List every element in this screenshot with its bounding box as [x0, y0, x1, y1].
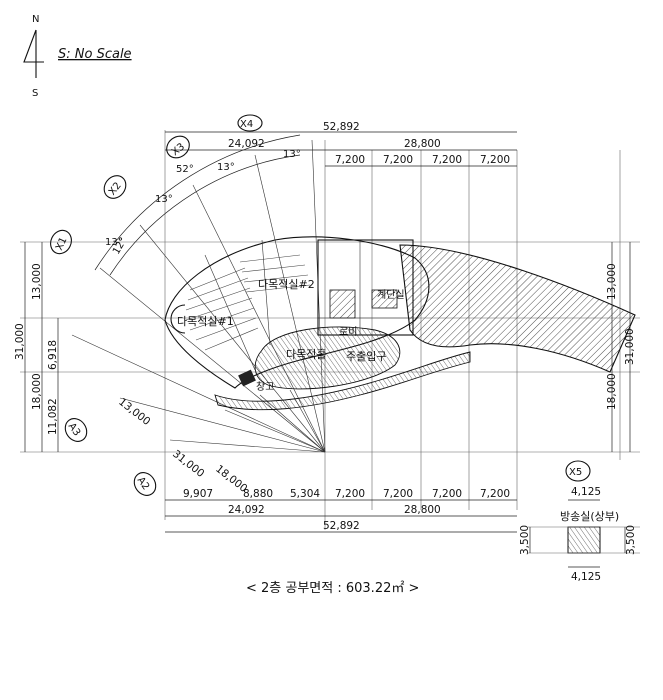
- bottom-seg-dim: 8,880: [243, 488, 273, 500]
- top-bay-dim: 7,200: [335, 154, 365, 166]
- axis-markers: X4 X3 X2 X1 A3 A2 X5: [50, 114, 591, 496]
- left-top-dim: 13,000: [31, 263, 43, 300]
- radial-dim-13000: 13,000: [116, 396, 152, 428]
- inset-right-dim: 3,500: [625, 525, 637, 555]
- axis-x3-label: X3: [170, 141, 187, 158]
- left-dimensions: 31,000 13,000 18,000 6,918 11,082: [14, 242, 59, 452]
- compass: N S: [23, 14, 44, 99]
- top-dimensions: 52,892 24,092 28,800 7,200 7,200 7,200 7…: [165, 121, 517, 167]
- room-multi-purpose-2: 다목적실#2: [258, 278, 315, 291]
- right-bottom-dim: 18,000: [606, 373, 618, 410]
- bottom-seg-dim: 9,907: [183, 488, 213, 500]
- top-bay-dim: 7,200: [480, 154, 510, 166]
- axis-x1-label: X1: [54, 236, 70, 253]
- axis-x5-label: X5: [569, 467, 582, 478]
- scale-note: S: No Scale: [58, 47, 132, 62]
- bottom-seg-dim: 7,200: [383, 488, 413, 500]
- building: [164, 236, 636, 411]
- bottom-seg-dim: 7,200: [432, 488, 462, 500]
- angle-13: 13°: [217, 162, 235, 173]
- core-block: [317, 239, 414, 336]
- inset-title: 방송실(상부): [560, 510, 619, 523]
- seating-rows: [185, 254, 311, 351]
- left-bottom2-dim: 11,082: [47, 398, 59, 435]
- inset-bottom-dim: 4,125: [571, 571, 601, 583]
- room-storage: 창고: [256, 381, 274, 393]
- bottom-seg-dim: 7,200: [335, 488, 365, 500]
- multi-hall-hatch: [254, 326, 401, 390]
- radial-dim-31000: 31,000: [170, 448, 206, 480]
- broadcast-room-inset: 4,125 방송실(상부) 3,500 3,500 4,125: [519, 486, 640, 583]
- right-top-dim: 13,000: [606, 263, 618, 300]
- room-main-entrance: 주출입구: [346, 350, 386, 363]
- bottom-seg-dim: 7,200: [480, 488, 510, 500]
- south-label: S: [32, 88, 38, 99]
- bottom-seg-dim: 5,304: [290, 488, 320, 500]
- north-label: N: [32, 14, 39, 25]
- top-bay-dim: 7,200: [383, 154, 413, 166]
- south-canopy: [214, 351, 471, 411]
- top-right-dim: 28,800: [404, 138, 441, 150]
- angle-13: 13°: [283, 149, 301, 160]
- top-left-dim: 24,092: [228, 138, 265, 150]
- main-body-outline: [164, 236, 430, 389]
- room-lobby: 로비: [339, 326, 357, 338]
- right-total-dim: 31,000: [624, 328, 636, 365]
- room-multi-purpose-1: 다목적실#1: [177, 315, 234, 328]
- top-bay-dim: 7,200: [432, 154, 462, 166]
- north-arrow-icon: [23, 29, 44, 63]
- left-bottom-dim: 18,000: [31, 373, 43, 410]
- left-total-dim: 31,000: [14, 323, 26, 360]
- bottom-overall-dim: 52,892: [323, 520, 360, 532]
- room-multi-hall: 다목적홀: [286, 348, 326, 361]
- right-dimensions: 13,000 18,000 31,000: [606, 242, 636, 452]
- east-wing-hatch: [399, 244, 636, 373]
- floor-area-caption: < 2층 공부면적 : 603.22㎡ >: [246, 581, 419, 596]
- room-labels: 다목적실#1 다목적실#2 로비 다목적홀 주출입구 창고 계단실: [177, 278, 405, 393]
- axis-x4-label: X4: [240, 119, 253, 130]
- inset-room-plan: [567, 526, 601, 554]
- angle-52: 52°: [176, 164, 194, 175]
- angle-13: 13°: [155, 194, 173, 205]
- angle-13: 13°: [105, 237, 123, 248]
- axis-x4-bubble: [237, 114, 263, 132]
- inset-left-dim: 3,500: [519, 525, 531, 555]
- bottom-left-dim: 24,092: [228, 504, 265, 516]
- left-mid-dim: 6,918: [47, 340, 59, 370]
- top-overall-dim: 52,892: [323, 121, 360, 133]
- bottom-right-dim: 28,800: [404, 504, 441, 516]
- room-stairwell: 계단실: [377, 289, 405, 301]
- inset-top-dim: 4,125: [571, 486, 601, 498]
- bottom-dimensions: 9,907 8,880 5,304 7,200 7,200 7,200 7,20…: [165, 488, 517, 533]
